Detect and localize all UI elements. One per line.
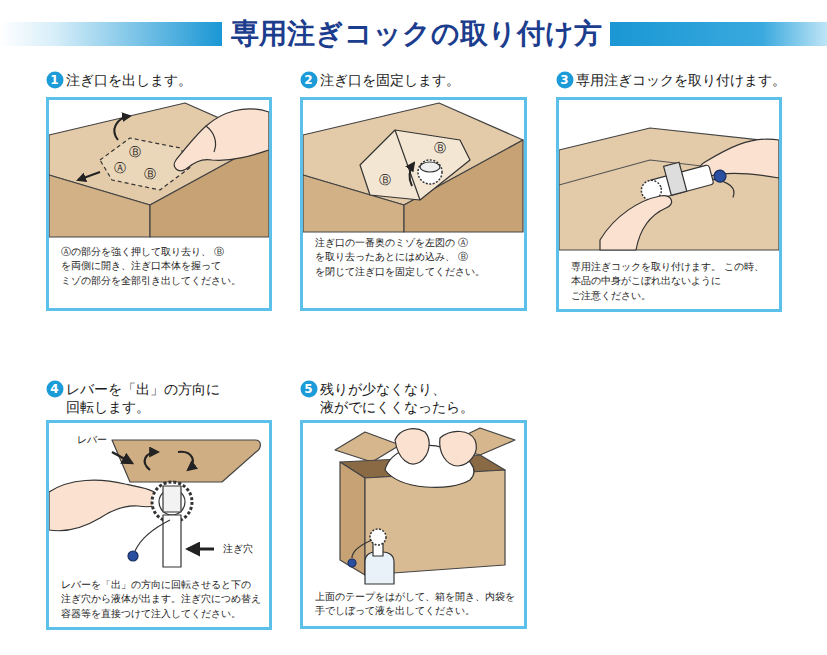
cock-step4 (112, 452, 132, 463)
step-heading: 専用注ぎコックを取り付けます。 (576, 71, 826, 89)
title-bars (610, 22, 827, 46)
carton-step3 (713, 169, 728, 184)
carton-step2 (418, 160, 442, 184)
cock-step4 (128, 551, 138, 561)
carton-step5 (440, 431, 477, 466)
part-label: レバー (77, 434, 107, 446)
callout-letter: Ⓑ (379, 174, 391, 186)
carton-step5 (335, 432, 400, 462)
step-number: 1 (46, 72, 63, 89)
step-number: 4 (46, 381, 63, 398)
cock-step4 (188, 548, 214, 551)
carton-step5 (348, 559, 356, 567)
callout-letter: Ⓑ (144, 168, 156, 180)
carton-step5 (340, 462, 365, 575)
carton-step3 (700, 139, 779, 178)
callout-letter: Ⓑ (434, 142, 446, 154)
carton-step3 (600, 196, 672, 250)
carton-step5 (395, 429, 429, 464)
carton-step2 (303, 103, 523, 232)
step-caption: 上面のテープをはがして、箱を開き、内袋を 手でしぼって液を出してください。 (315, 590, 518, 619)
step-caption: Ⓐの部分を強く押して取り去り、 Ⓑを両側に開き、注ぎ口本体を握って ミゾの部分を… (61, 245, 263, 288)
step-panel: 注ぎ口を固定します。注ぎ口の一番奥のミゾを左図の Ⓐを取り去ったあとにはめ込み、… (300, 97, 527, 311)
step-heading: レバーを「出」の方向に 回転します。 (66, 380, 241, 416)
carton-step2 (303, 175, 404, 232)
step-heading: 注ぎ口を固定します。 (320, 71, 570, 89)
step-number: 5 (300, 381, 317, 398)
page-title: 専用注ぎコックの取り付け方 (222, 12, 610, 56)
carton-step2 (410, 163, 414, 186)
cock-step4 (178, 452, 193, 470)
title-bars (0, 22, 222, 46)
step-panel: 注ぎ口を出します。Ⓐの部分を強く押して取り去り、 Ⓑを両側に開き、注ぎ口本体を握… (46, 97, 272, 311)
carton-step1 (114, 116, 130, 140)
carton-step3 (559, 128, 779, 250)
carton-step1 (78, 172, 100, 180)
cock-step4 (135, 520, 170, 551)
step-caption: 専用注ぎコックを取り付けます。 この時、本品の中身がこぼれ出ないように ご注意く… (571, 260, 773, 303)
step-panel: 専用注ぎコックを取り付けます。専用注ぎコックを取り付けます。 この時、本品の中身… (556, 97, 782, 312)
cock-step4 (112, 440, 260, 482)
callout-letter: Ⓑ (129, 146, 141, 158)
callout-letter: Ⓐ (114, 162, 126, 174)
carton-step1 (49, 103, 269, 237)
part-label: 注ぎ穴 (223, 543, 253, 555)
cock-step4 (49, 480, 160, 530)
cock-step4 (49, 440, 260, 567)
step-caption: 注ぎ口の一番奥のミゾを左図の Ⓐを取り去ったあとにはめ込み、 Ⓑを閉じて注ぎ口を… (315, 236, 518, 279)
carton-step5 (370, 529, 386, 545)
carton-step1 (174, 109, 269, 171)
cock-step4 (163, 486, 181, 512)
carton-step5 (365, 552, 394, 584)
carton-step3 (559, 128, 779, 250)
carton-step2 (360, 130, 470, 200)
step-heading: 残りが少なくなり、 液がでにくくなったら。 (320, 380, 495, 416)
carton-step5 (335, 428, 515, 584)
carton-step2 (420, 162, 440, 172)
step-caption: レバーを「出」の方向に回転させると下の 注ぎ穴から液体が出ます。注ぎ穴につめ替え… (61, 578, 263, 621)
step-number: 2 (300, 72, 317, 89)
step-panel: レバーを「出」の方向に 回転します。レバーを「出」の方向に回転させると下の 注ぎ… (46, 420, 272, 630)
carton-step3 (664, 162, 687, 195)
step-number: 3 (556, 72, 573, 89)
step-heading: 注ぎ口を出します。 (66, 71, 316, 89)
carton-step5 (352, 540, 372, 558)
carton-step2 (395, 130, 420, 200)
step-panel: 残りが少なくなり、 液がでにくくなったら。上面のテープをはがして、箱を開き、内袋… (300, 420, 527, 629)
cock-step4 (145, 452, 158, 470)
carton-step1 (206, 126, 216, 152)
